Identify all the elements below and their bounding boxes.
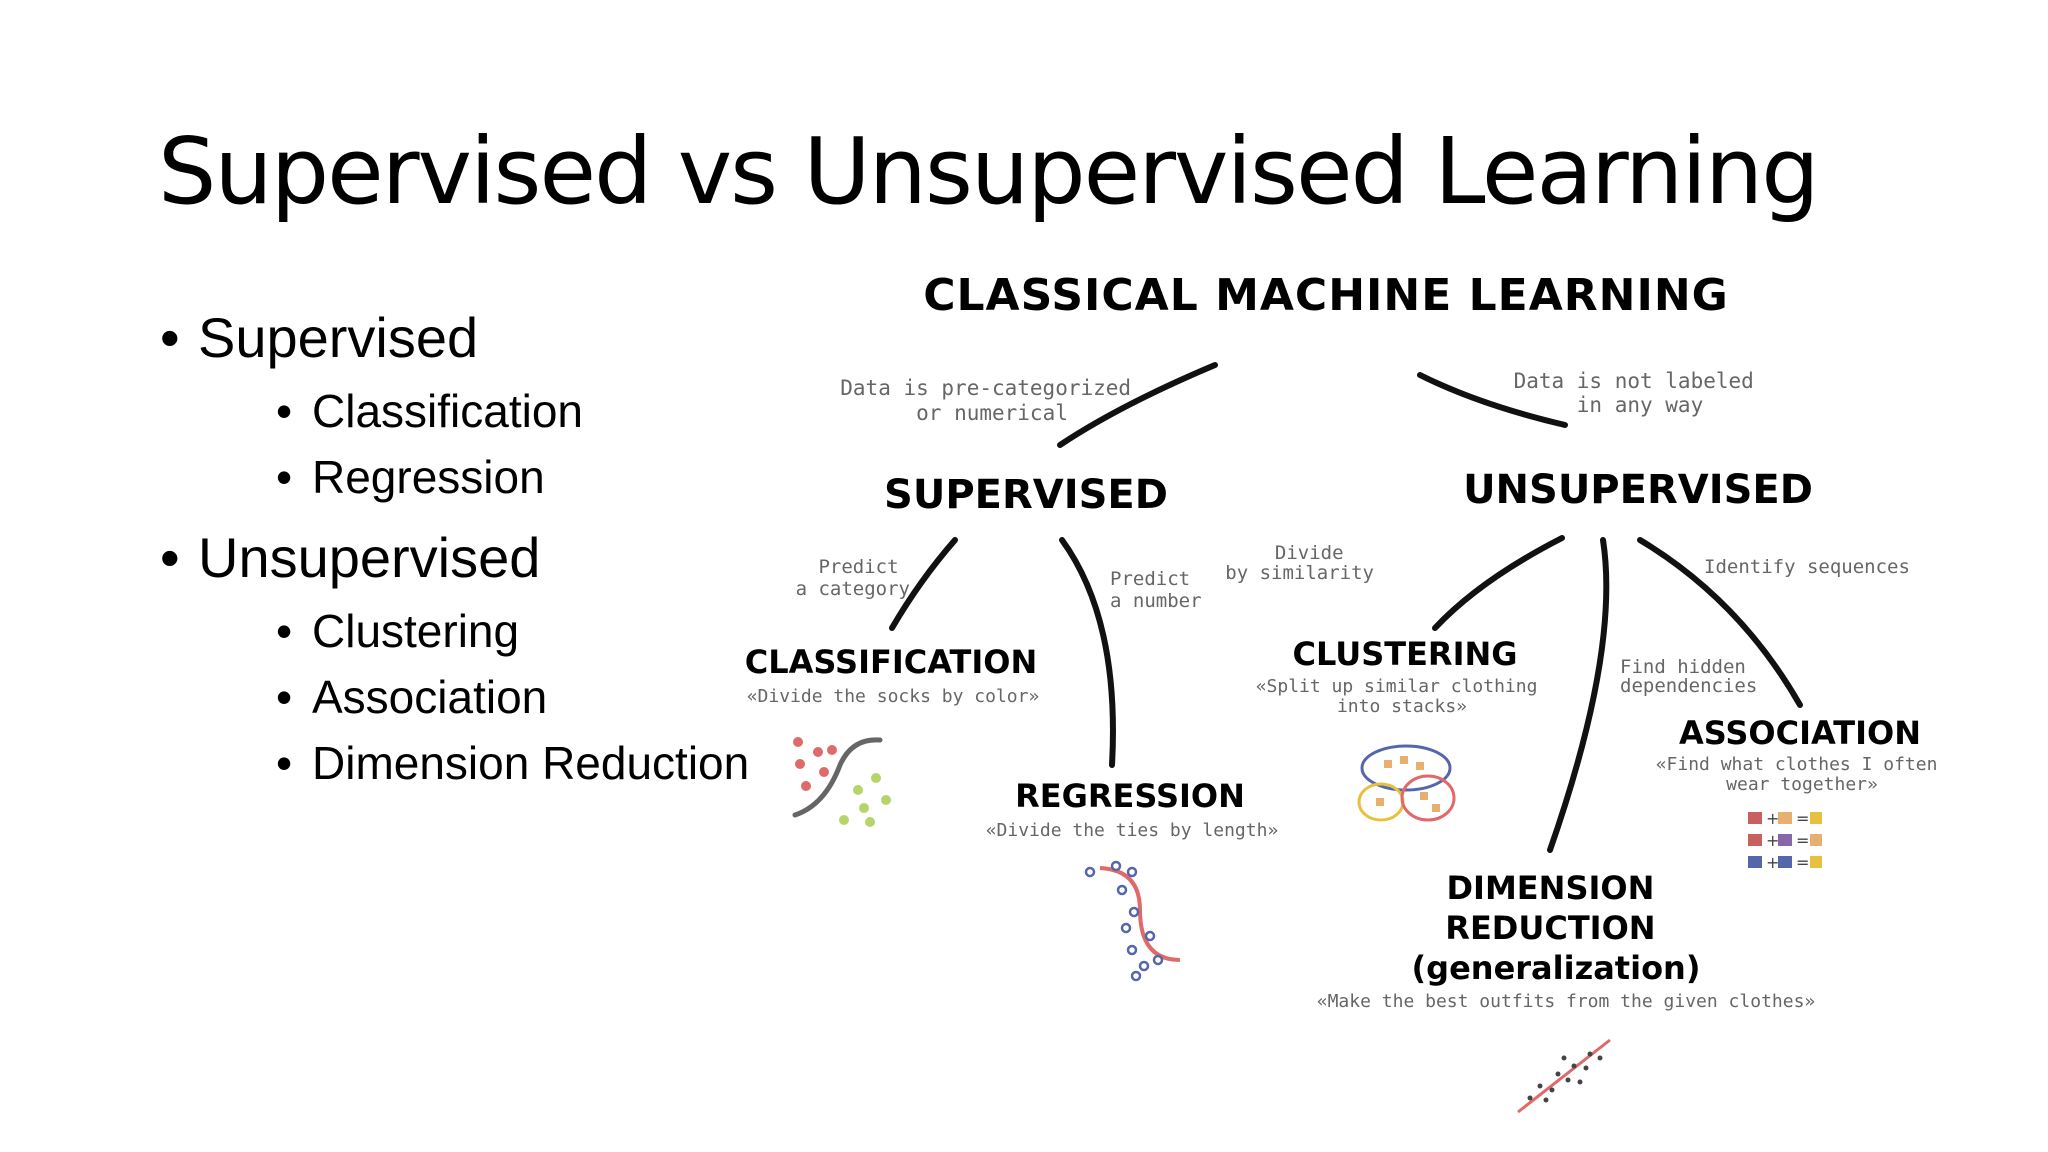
node-regression: REGRESSION (1015, 777, 1245, 815)
node-unsupervised: UNSUPERVISED (1463, 467, 1813, 513)
note-predict-category: Predict a category (796, 556, 910, 600)
example-regression: «Divide the ties by length» (986, 820, 1279, 841)
node-dimension-line1: DIMENSION (1446, 869, 1654, 907)
bullet-unsupervised-label: Unsupervised (198, 526, 541, 589)
edge-root-unsupervised (1417, 372, 1568, 428)
note-precategorized: Data is pre-categorized or numerical (840, 376, 1143, 425)
example-association: «Find what clothes I often wear together… (1656, 754, 1949, 795)
example-clustering: «Split up similar clothing into stacks» (1256, 676, 1549, 717)
svg-text:+: + (1766, 809, 1779, 828)
clustering-illustration (1357, 744, 1456, 822)
edge-unsupervised-dimension (1547, 537, 1610, 853)
edge-unsupervised-clustering (1432, 535, 1565, 631)
note-hidden-dependencies-line1: Find hidden (1620, 656, 1746, 678)
note-predict-category-line2: a category (796, 578, 910, 600)
note-predict-number-line1: Predict (1110, 568, 1190, 590)
note-predict-number-line2: a number (1110, 590, 1202, 612)
note-hidden-dependencies-line2: dependencies (1620, 675, 1757, 697)
edge-unsupervised-association (1637, 537, 1803, 708)
note-predict-category-line1: Predict (818, 556, 898, 578)
edge-root-supervised (1057, 362, 1218, 448)
svg-text:+: + (1766, 853, 1779, 872)
dimension-reduction-illustration (1517, 1038, 1611, 1114)
note-precategorized-line1: Data is pre-categorized (840, 376, 1131, 400)
example-classification: «Divide the socks by color» (747, 686, 1040, 707)
example-clustering-line1: «Split up similar clothing (1256, 676, 1538, 697)
node-dimension-line3: (generalization) (1412, 949, 1701, 987)
node-clustering: CLUSTERING (1292, 635, 1517, 673)
supervised-sublist: Classification Regression (198, 388, 749, 500)
bullet-clustering: Clustering (276, 608, 749, 654)
note-divide-similarity-line2: by similarity (1225, 562, 1374, 584)
note-divide-similarity-line1: Divide (1275, 542, 1344, 564)
example-association-line2: wear together» (1726, 774, 1878, 795)
note-identify-sequences: Identify sequences (1704, 556, 1910, 578)
svg-text:=: = (1796, 831, 1809, 850)
bullet-supervised: Supervised Classification Regression (160, 310, 749, 501)
regression-illustration (1084, 860, 1181, 982)
unsupervised-sublist: Clustering Association Dimension Reducti… (198, 608, 749, 786)
note-hidden-dependencies: Find hidden dependencies (1620, 656, 1757, 697)
classification-illustration (792, 737, 891, 827)
example-dimension-reduction: «Make the best outfits from the given cl… (1317, 991, 1816, 1012)
node-association: ASSOCIATION (1679, 714, 1921, 752)
bullet-unsupervised: Unsupervised Clustering Association Dime… (160, 530, 749, 787)
example-clustering-line2: into stacks» (1337, 696, 1467, 717)
diagram-root-title: CLASSICAL MACHINE LEARNING (923, 270, 1729, 321)
edge-supervised-regression (1059, 537, 1116, 768)
example-association-line1: «Find what clothes I often (1656, 754, 1938, 775)
note-not-labeled-line2: in any way (1577, 393, 1703, 417)
ml-diagram: CLASSICAL MACHINE LEARNING Data is pre-c… (745, 270, 1949, 1114)
svg-text:+: + (1766, 831, 1779, 850)
note-predict-number: Predict a number (1110, 568, 1202, 612)
bullet-regression: Regression (276, 454, 749, 500)
bullet-list: Supervised Classification Regression Uns… (160, 310, 749, 816)
note-divide-similarity: Divide by similarity (1225, 542, 1374, 584)
bullet-association: Association (276, 674, 749, 720)
note-not-labeled: Data is not labeled in any way (1514, 369, 1767, 417)
edge-supervised-classification (889, 537, 958, 631)
node-dimension-reduction: DIMENSION REDUCTION (generalization) (1412, 869, 1701, 987)
svg-text:=: = (1796, 809, 1809, 828)
node-dimension-line2: REDUCTION (1445, 909, 1655, 947)
node-classification: CLASSIFICATION (745, 643, 1037, 681)
note-precategorized-line2: or numerical (916, 401, 1068, 425)
svg-text:=: = (1796, 853, 1809, 872)
note-not-labeled-line1: Data is not labeled (1514, 369, 1754, 393)
bullet-dimension-reduction: Dimension Reduction (276, 740, 749, 786)
association-illustration: + = + = + = (1748, 809, 1822, 872)
diagram-branches (889, 362, 1803, 853)
bullet-classification: Classification (276, 388, 749, 434)
node-supervised: SUPERVISED (884, 472, 1168, 518)
bullet-supervised-label: Supervised (198, 306, 479, 369)
slide-title: Supervised vs Unsupervised Learning (158, 118, 1820, 225)
